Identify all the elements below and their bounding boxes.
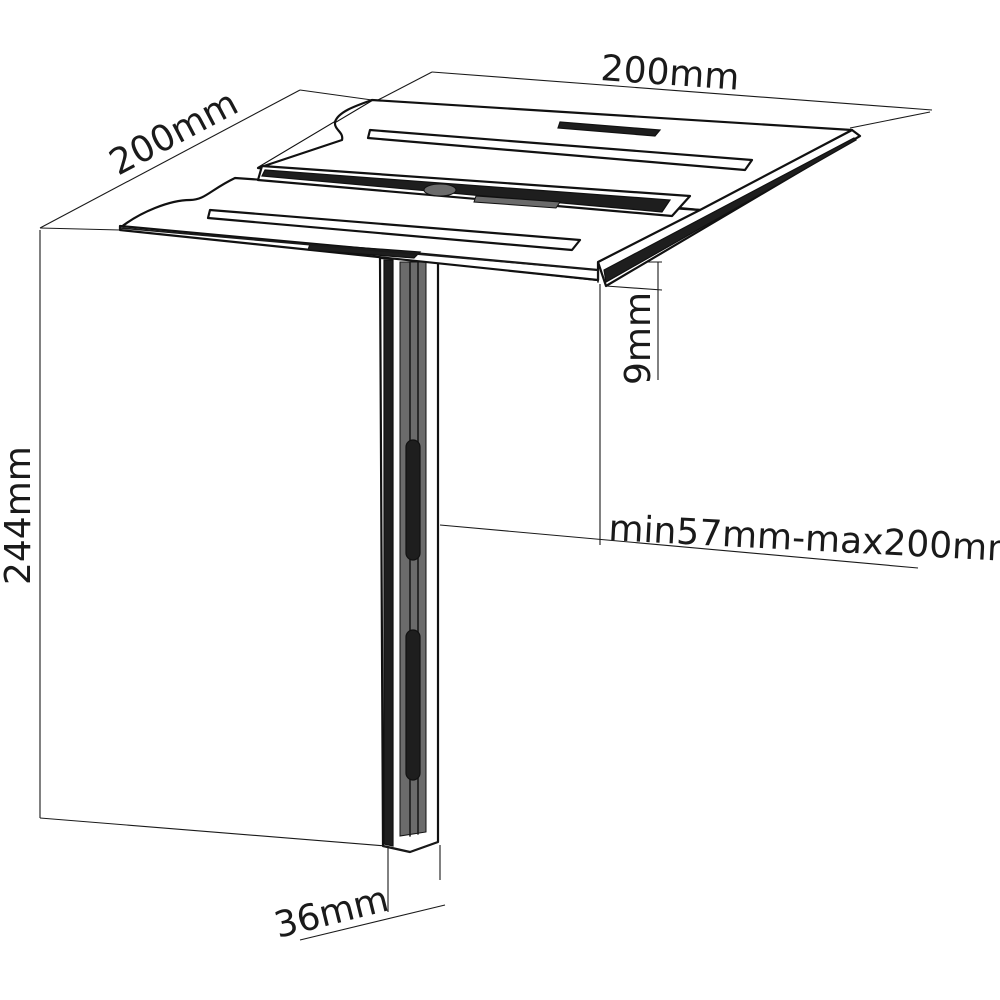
label-height: 244mm xyxy=(0,446,39,585)
rear-slot xyxy=(366,128,754,172)
front-slot xyxy=(206,208,582,252)
label-post-width: 36mm xyxy=(270,879,392,947)
post-slot-upper xyxy=(405,439,421,561)
label-top-depth: 200mm xyxy=(103,83,245,184)
label-clamp-range: min57mm-max200mm xyxy=(608,508,1000,571)
vertical-post xyxy=(378,256,440,854)
dimension-lines xyxy=(39,71,933,941)
label-top-width: 200mm xyxy=(599,48,740,99)
post-slot-lower xyxy=(405,629,421,781)
label-thickness: 9mm xyxy=(618,292,659,385)
top-plate xyxy=(118,98,862,288)
